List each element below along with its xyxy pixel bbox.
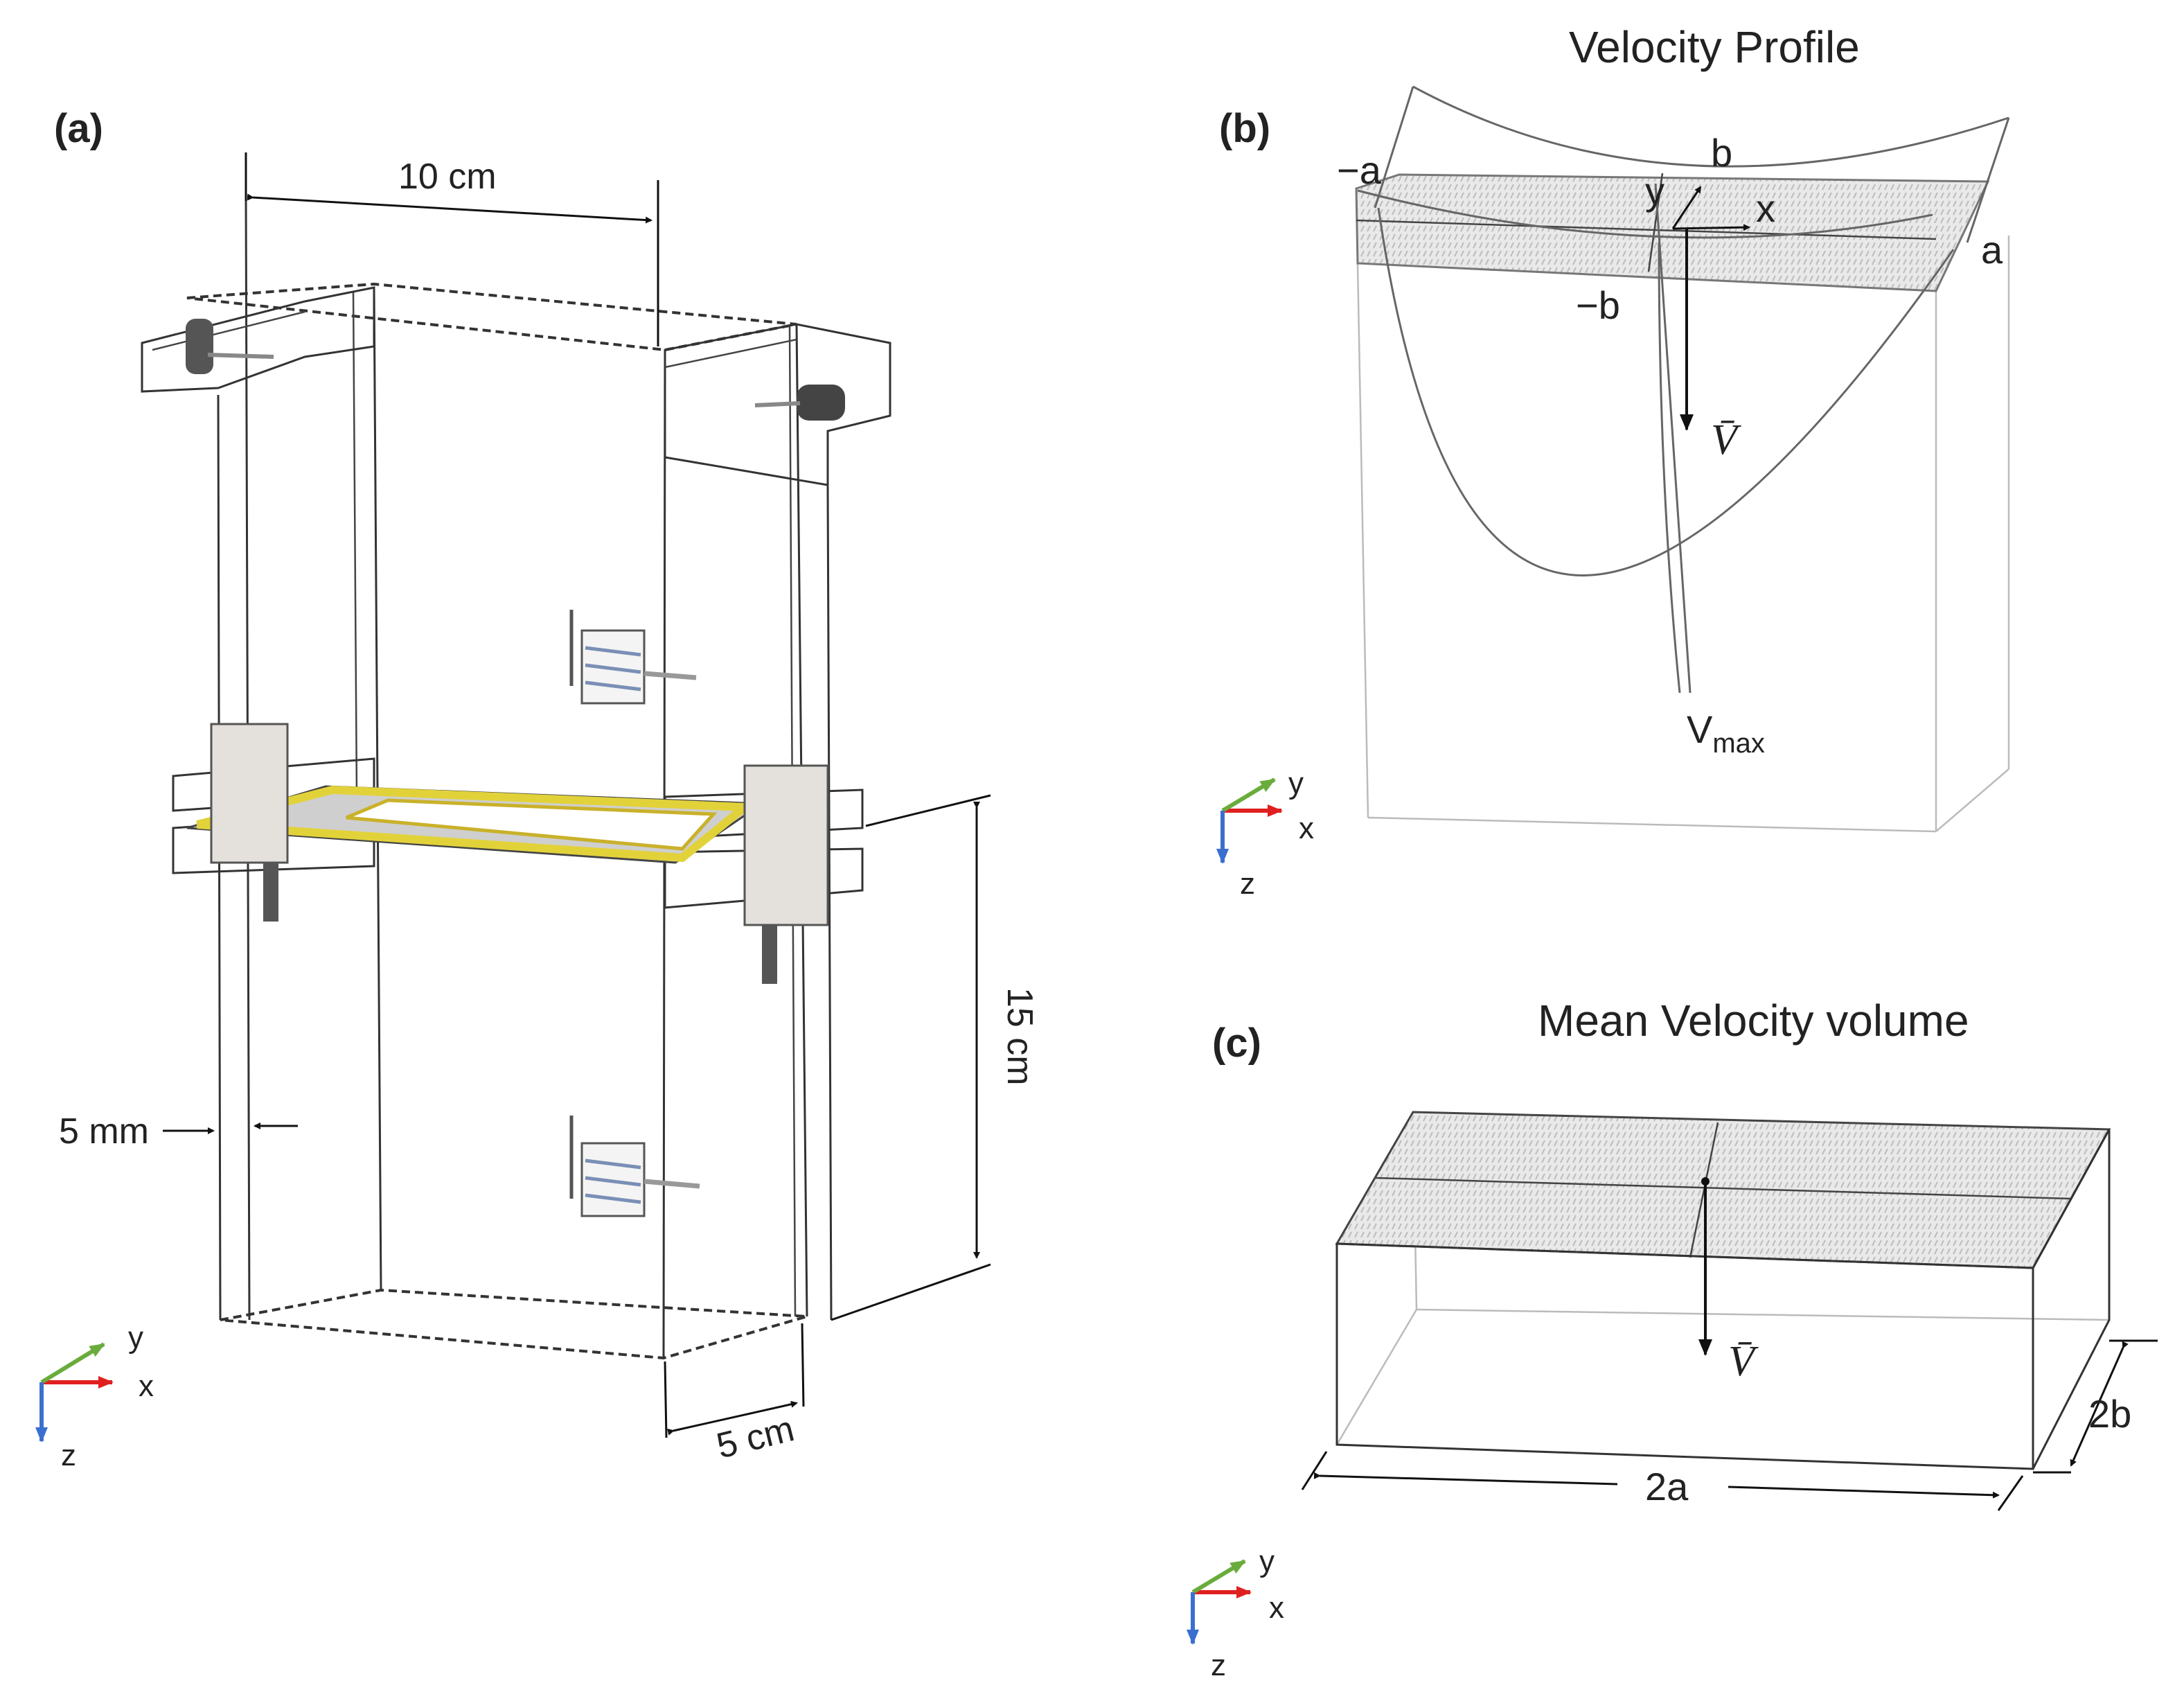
- profile-paraboloid-x: [1377, 207, 1955, 576]
- label-local-y: y: [1645, 169, 1664, 213]
- dimension-2a: 2a: [1301, 1451, 2024, 1511]
- box-top-rim: [186, 282, 797, 352]
- upper-right-screw-knob: [797, 385, 845, 421]
- upper-left-screw-knob: [186, 319, 213, 374]
- dimension-wall: 5 mm: [59, 1111, 298, 1152]
- box-vertical-edges: [217, 193, 833, 1359]
- panel-b-label: (b): [1219, 106, 1270, 151]
- panel-a-label: (a): [54, 106, 103, 151]
- dimension-height: 15 cm: [831, 794, 1040, 1321]
- upper-right-bracket: [664, 323, 891, 486]
- panel-b: Velocity Profile (b) −a b a −b x: [1216, 22, 2010, 901]
- dimension-height-label: 15 cm: [1000, 987, 1040, 1086]
- label-local-x: x: [1756, 186, 1775, 230]
- box-bottom-rim: [220, 1288, 808, 1360]
- mean-volume-front: [1335, 1242, 2034, 1470]
- panel-c-label: (c): [1212, 1021, 1261, 1066]
- mean-top-mid-x: [1374, 1176, 2072, 1200]
- dimension-width-label: 10 cm: [398, 157, 497, 197]
- right-clamp-block: [743, 764, 829, 926]
- mean-volume-side: [2032, 1129, 2111, 1470]
- profile-bounding-box: [1356, 236, 2010, 833]
- local-y-arrow: [1671, 186, 1702, 229]
- panel-c: Mean Velocity volume (c) V̄ 2a: [1187, 996, 2158, 1682]
- axis-triad-c: x y z: [1187, 1544, 1284, 1682]
- label-vmax: Vmax: [1687, 707, 1765, 759]
- label-neg-a: −a: [1337, 148, 1382, 192]
- axis-c-z-label: z: [1211, 1648, 1226, 1682]
- axis-b-z-label: z: [1240, 867, 1255, 901]
- dimension-2a-label: 2a: [1645, 1465, 1689, 1508]
- label-vbar-b: V̄: [1711, 416, 1741, 464]
- profile-paraboloid-y: [1654, 183, 1692, 694]
- dimension-width: 10 cm: [245, 152, 659, 346]
- label-vbar-c: V̄: [1728, 1338, 1759, 1385]
- profile-top-back-curve: [1412, 85, 2009, 168]
- axis-triad-b: x y z: [1216, 766, 1314, 901]
- panel-c-title: Mean Velocity volume: [1538, 996, 1969, 1046]
- membrane-holder: [172, 723, 864, 984]
- plane-mid-x: [1356, 219, 1937, 240]
- axis-c-y-label: y: [1259, 1544, 1275, 1578]
- axis-b-x-label: x: [1299, 811, 1314, 845]
- dimension-2b: 2b: [2033, 1339, 2158, 1474]
- plane-mid-y: [1647, 173, 1664, 272]
- membrane-window: [346, 798, 718, 851]
- axis-triad-a: x y z: [35, 1321, 154, 1472]
- label-a: a: [1981, 228, 2003, 272]
- axis-b-y-label: y: [1288, 766, 1304, 800]
- upper-sensor-mount: [569, 610, 697, 705]
- axis-a-z-label: z: [61, 1438, 76, 1472]
- cross-section-plane: [1355, 173, 1990, 292]
- label-b: b: [1711, 131, 1732, 175]
- mean-volume-top: [1335, 1111, 2111, 1269]
- label-neg-b: −b: [1576, 283, 1620, 327]
- dimension-depth: 5 cm: [664, 1323, 805, 1467]
- upper-left-bracket: [141, 286, 375, 393]
- left-clamp-screw: [263, 863, 278, 922]
- axis-a-x-label: x: [139, 1369, 154, 1403]
- local-x-arrow: [1672, 224, 1750, 231]
- left-clamp-block: [210, 723, 289, 864]
- lower-sensor-mount: [569, 1116, 700, 1217]
- dimension-depth-label: 5 cm: [713, 1409, 798, 1467]
- right-clamp-screw: [762, 925, 777, 984]
- axis-a-y-label: y: [128, 1321, 143, 1355]
- dimension-wall-label: 5 mm: [59, 1111, 149, 1152]
- profile-top-front-curve: [1357, 189, 1933, 239]
- panel-a: (a): [35, 106, 1040, 1472]
- panel-b-title: Velocity Profile: [1569, 22, 1860, 72]
- axis-c-x-label: x: [1269, 1591, 1284, 1625]
- dimension-2b-label: 2b: [2088, 1392, 2131, 1436]
